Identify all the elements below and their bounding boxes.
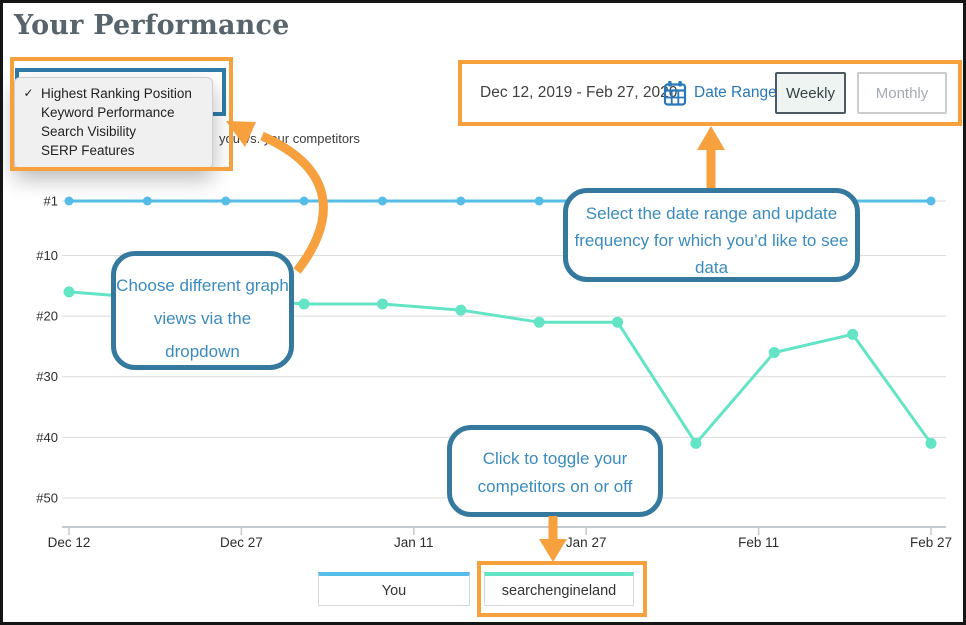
option-label: Search Visibility <box>41 124 137 139</box>
legend-item-label: You <box>381 582 407 599</box>
svg-text:Feb 27: Feb 27 <box>910 535 952 550</box>
date-range-link[interactable]: Date Range <box>694 84 777 101</box>
option-label: Highest Ranking Position <box>41 86 192 101</box>
monthly-button[interactable]: Monthly <box>857 72 947 114</box>
svg-text:Dec 12: Dec 12 <box>48 535 91 550</box>
callout-select-date-range: Select the date range and update frequen… <box>563 188 860 282</box>
dropdown-option-highest-ranking-position[interactable]: ✓ Highest Ranking Position <box>21 84 204 103</box>
page-title: Your Performance <box>14 10 290 41</box>
svg-text:Jan 27: Jan 27 <box>566 535 607 550</box>
svg-text:#10: #10 <box>36 248 58 263</box>
legend-item-searchengineland[interactable]: searchengineland <box>484 572 634 606</box>
legend-item-label: searchengineland <box>501 582 617 599</box>
weekly-button[interactable]: Weekly <box>775 72 846 114</box>
weekly-button-label: Weekly <box>786 84 835 102</box>
legend-item-you[interactable]: You <box>318 572 470 606</box>
dropdown-option-serp-features[interactable]: SERP Features <box>21 141 204 160</box>
chart-subtitle: you vs. your competitors <box>219 131 360 146</box>
svg-text:#20: #20 <box>36 309 58 324</box>
svg-text:#30: #30 <box>36 369 58 384</box>
check-icon: ✓ <box>23 86 34 100</box>
monthly-button-label: Monthly <box>875 84 929 102</box>
callout-toggle-competitors: Click to toggle your competitors on or o… <box>447 425 663 517</box>
svg-text:Feb 11: Feb 11 <box>738 535 779 550</box>
svg-text:Dec 27: Dec 27 <box>220 535 263 550</box>
callout-text: Choose different graph views via the dro… <box>116 276 289 361</box>
svg-text:#40: #40 <box>36 430 58 445</box>
date-range-text: Dec 12, 2019 - Feb 27, 2020 <box>480 84 678 101</box>
svg-text:#50: #50 <box>36 490 58 505</box>
graph-view-dropdown-menu: ✓ Highest Ranking Position Keyword Perfo… <box>14 77 213 169</box>
option-label: SERP Features <box>41 143 135 158</box>
svg-text:#1: #1 <box>44 194 58 209</box>
dropdown-option-keyword-performance[interactable]: Keyword Performance <box>21 103 204 122</box>
dropdown-option-search-visibility[interactable]: Search Visibility <box>21 122 204 141</box>
callout-choose-graph-views: Choose different graph views via the dro… <box>111 251 294 370</box>
svg-text:Jan 11: Jan 11 <box>394 535 434 550</box>
callout-text: Select the date range and update frequen… <box>574 204 849 277</box>
option-label: Keyword Performance <box>41 105 175 120</box>
callout-text: Click to toggle your competitors on or o… <box>477 449 633 496</box>
calendar-icon[interactable] <box>663 80 687 107</box>
